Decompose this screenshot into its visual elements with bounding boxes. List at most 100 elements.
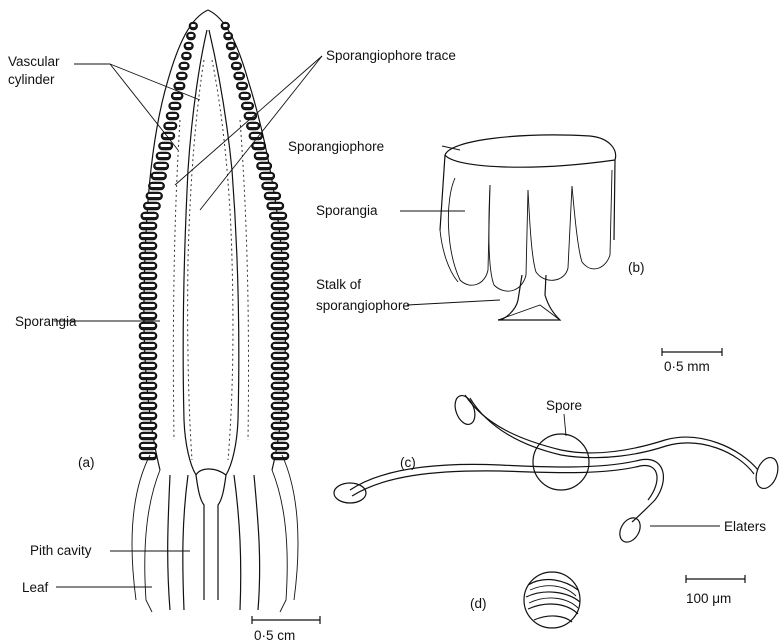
sporangium-highlight <box>161 144 171 147</box>
sporangium-highlight <box>141 224 155 227</box>
sporangium-highlight <box>143 214 157 217</box>
sporangium-highlight <box>141 284 155 287</box>
sporangium-highlight <box>273 254 287 257</box>
label-stalk-of: Stalk of <box>316 277 361 292</box>
sporangium-highlight <box>141 294 155 297</box>
sporangium-highlight <box>141 344 155 347</box>
spore-body <box>533 434 589 490</box>
sporangium-highlight <box>141 374 155 377</box>
sporangium-highlight <box>141 414 155 417</box>
sporangium-highlight <box>236 74 243 77</box>
sporangium-highlight <box>259 164 270 167</box>
label-sporangiophore-trace: Sporangiophore trace <box>326 48 456 63</box>
sporangia-column-right <box>221 22 289 460</box>
label-c: (c) <box>400 455 416 470</box>
sporangium-highlight <box>178 74 185 77</box>
sporangium-highlight <box>141 434 155 437</box>
sporangium-highlight <box>156 164 167 167</box>
sporangium-highlight <box>141 324 155 327</box>
sporangium-highlight <box>273 434 287 437</box>
sporangium-highlight <box>173 94 181 97</box>
sporangium-highlight <box>264 184 276 187</box>
sporangium-highlight <box>150 184 162 187</box>
sporangium-highlight <box>269 204 282 207</box>
sporangium-highlight <box>141 244 155 247</box>
sporangium-highlight <box>273 284 287 287</box>
sporangium-highlight <box>273 414 287 417</box>
sporangium-highlight <box>238 84 245 87</box>
sporangium-highlight <box>141 394 155 397</box>
label-cylinder: cylinder <box>8 72 55 87</box>
sporangium-highlight <box>273 384 287 387</box>
sporangium-highlight <box>163 134 173 137</box>
sporangium-highlight <box>141 274 155 277</box>
sporangium-highlight <box>153 174 165 177</box>
sporangium-highlight <box>141 334 155 337</box>
sporangium-highlight <box>158 154 169 157</box>
sporangium-highlight <box>273 354 287 357</box>
sporangium-highlight <box>273 324 287 327</box>
label-stalk-sporangiophore: sporangiophore <box>316 298 410 313</box>
sporangium-highlight <box>233 64 240 67</box>
sporangium-highlight <box>141 384 155 387</box>
sporangium-highlight <box>223 24 228 27</box>
sporangium-highlight <box>145 204 158 207</box>
sporangium-highlight <box>273 304 287 307</box>
label-a: (a) <box>78 455 95 470</box>
sporangium-highlight <box>241 94 249 97</box>
sporangium-highlight <box>273 364 287 367</box>
label-sporangiophore: Sporangiophore <box>288 139 384 154</box>
sporangium-highlight <box>273 314 287 317</box>
label-scale-cm: 0·5 cm <box>254 628 295 643</box>
sporangium-highlight <box>141 264 155 267</box>
label-d: (d) <box>470 596 487 611</box>
sporangium-highlight <box>261 174 273 177</box>
sporangium-highlight <box>273 424 287 427</box>
label-scale-mm: 0·5 mm <box>664 359 710 374</box>
sporangium-highlight <box>141 454 155 457</box>
sporangium-highlight <box>273 344 287 347</box>
sporangium-highlight <box>141 404 155 407</box>
leader-lines <box>54 56 720 587</box>
sporangium-highlight <box>168 114 177 117</box>
label-leaf: Leaf <box>22 580 49 595</box>
sporangium-highlight <box>181 64 188 67</box>
sporangium-highlight <box>141 354 155 357</box>
label-elaters: Elaters <box>724 519 766 534</box>
sporangium-highlight <box>191 24 196 27</box>
label-sporangia-b: Sporangia <box>316 203 378 218</box>
sporangium-highlight <box>273 274 287 277</box>
sporangium-highlight <box>228 44 234 47</box>
sporangium-highlight <box>273 444 287 447</box>
sporangium-highlight <box>273 454 287 457</box>
sporangium-highlight <box>148 194 161 197</box>
sporangium-highlight <box>141 444 155 447</box>
sporangium-highlight <box>273 224 287 227</box>
sporangium-highlight <box>273 234 287 237</box>
sporangium-highlight <box>266 194 279 197</box>
sporangium-highlight <box>176 84 183 87</box>
label-sporangia-a: Sporangia <box>15 314 77 329</box>
sporangium-highlight <box>273 374 287 377</box>
label-spore: Spore <box>546 398 582 413</box>
sporangium-highlight <box>273 294 287 297</box>
sporangium-highlight <box>141 254 155 257</box>
sporangium-highlight <box>186 44 192 47</box>
sporangium-highlight <box>256 154 267 157</box>
sporangium-highlight <box>166 124 175 127</box>
leaf-sheath <box>132 455 298 612</box>
sporangium-highlight <box>141 314 155 317</box>
sporangium-highlight <box>141 364 155 367</box>
sporangium-highlight <box>188 34 193 37</box>
label-scale-um: 100 μm <box>686 591 731 606</box>
coiled-spore <box>524 572 580 628</box>
sporangium-highlight <box>273 394 287 397</box>
sporangium-highlight <box>141 424 155 427</box>
sporangium-highlight <box>171 104 179 107</box>
scale-bar-um <box>686 575 745 583</box>
label-vascular: Vascular <box>8 54 60 69</box>
scale-bar-cm <box>252 616 320 624</box>
sporangium-highlight <box>248 124 257 127</box>
sporangiophore-drawing <box>440 135 616 320</box>
